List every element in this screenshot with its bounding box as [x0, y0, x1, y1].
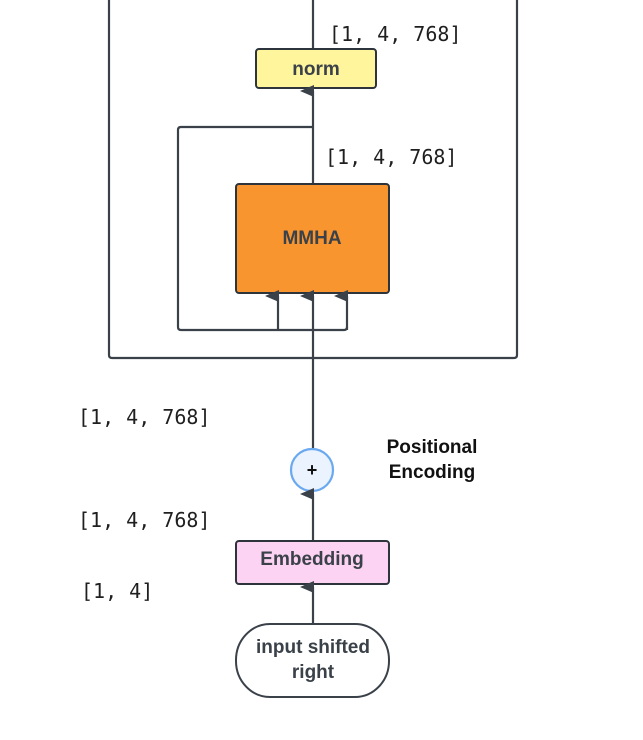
input-label-line1: input shifted: [256, 637, 370, 658]
positional-encoding-label-line1: Positional: [387, 437, 478, 458]
input-shape: [1, 4]: [81, 579, 153, 603]
positional-encoding-label-line2: Encoding: [389, 462, 476, 483]
block-input-shape: [1, 4, 768]: [78, 405, 210, 429]
plus-icon: +: [307, 460, 318, 480]
embedding-label: Embedding: [260, 549, 363, 570]
mmha-label: MMHA: [282, 228, 341, 249]
embedding-output-shape: [1, 4, 768]: [78, 508, 210, 532]
norm-block[interactable]: [255, 48, 377, 89]
input-shifted-right-node[interactable]: [235, 623, 390, 698]
input-label-line2: right: [292, 662, 335, 683]
mmha-output-shape: [1, 4, 768]: [325, 145, 457, 169]
norm-label: norm: [292, 59, 340, 80]
norm-output-shape: [1, 4, 768]: [329, 22, 461, 46]
